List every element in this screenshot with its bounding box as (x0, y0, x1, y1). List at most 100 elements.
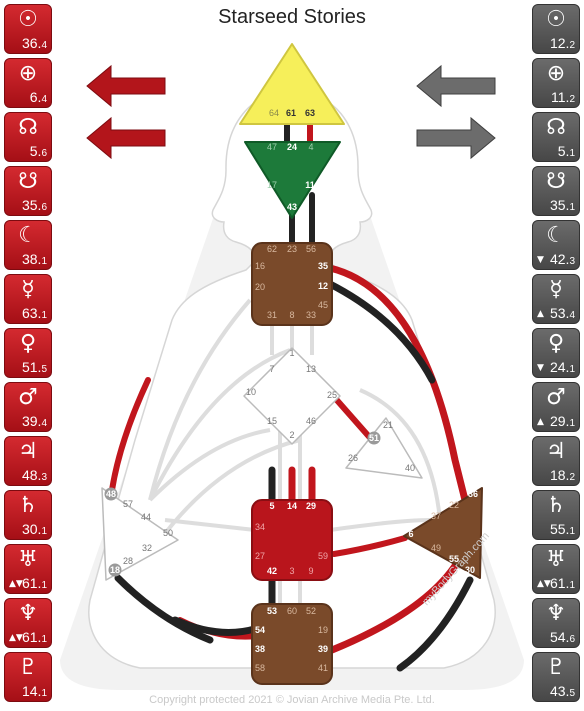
channel-55-39 (328, 554, 464, 654)
gate-marker (367, 431, 381, 445)
venus-icon: ♀ (19, 331, 37, 356)
personality-sun-box[interactable]: ☉12.2 (532, 4, 580, 54)
gate-line-value: 5.1 (557, 143, 575, 159)
gate-line-value: 12.2 (549, 35, 575, 51)
personality-planet-column: ☉12.2⊕11.2☊5.1☋35.1☾42.3▼☿53.4▲♀24.1▼♂29… (532, 4, 580, 706)
north-node-icon: ☊ (18, 115, 38, 140)
personality-saturn-box[interactable]: ♄55.1 (532, 490, 580, 540)
channel-12-22-black (326, 280, 436, 384)
south-node-icon: ☋ (546, 169, 566, 194)
gate-20-label: 20 (255, 282, 265, 292)
gate-61-label: 61 (286, 108, 296, 118)
gate-29-label: 29 (306, 501, 316, 511)
sacral-center[interactable] (251, 499, 333, 581)
personality-venus-box[interactable]: ♀24.1▼ (532, 328, 580, 378)
design-moon-box[interactable]: ☾38.1 (4, 220, 52, 270)
chart-title: Starseed Stories (218, 6, 366, 28)
solar-plexus-center[interactable] (403, 487, 483, 579)
head-center[interactable] (239, 43, 345, 125)
design-mercury-box[interactable]: ☿63.1 (4, 274, 52, 324)
personality-mars-box[interactable]: ♂29.1▲ (532, 382, 580, 432)
gate-32-label: 32 (142, 543, 152, 553)
design-neptune-box[interactable]: ♆61.1▲▼ (4, 598, 52, 648)
gate-line-value: 43.5 (549, 683, 575, 699)
personality-jupiter-box[interactable]: ♃18.2 (532, 436, 580, 486)
design-pluto-box[interactable]: ♇14.1 (4, 652, 52, 702)
g-center[interactable] (243, 347, 341, 445)
gate-55-label: 55 (449, 554, 459, 564)
gate-line-value: 35.6 (21, 197, 47, 213)
personality-neptune-box[interactable]: ♆54.6 (532, 598, 580, 648)
gate-line-value: 18.2 (549, 467, 575, 483)
gate-60-label: 60 (287, 606, 297, 616)
channel-guides (148, 298, 442, 610)
sun-icon: ☉ (18, 7, 38, 32)
gate-6-label: 6 (408, 529, 413, 539)
gate-12-label: 12 (318, 281, 328, 291)
gate-21-label: 21 (383, 420, 393, 430)
gate-line-value: 29.1 (549, 413, 575, 429)
root-center[interactable] (251, 603, 333, 685)
fixing-marker-icon: ▲▼ (537, 579, 551, 589)
personality-uranus-box[interactable]: ♅61.1▲▼ (532, 544, 580, 594)
gate-marker (104, 487, 118, 501)
personality-earth-box[interactable]: ⊕11.2 (532, 58, 580, 108)
gate-line-value: 6.4 (29, 89, 47, 105)
gate-26-label: 26 (348, 453, 358, 463)
channel-51-25 (332, 395, 375, 443)
gate-25-label: 25 (327, 390, 337, 400)
gate-3-label: 3 (289, 566, 294, 576)
gate-41-label: 41 (318, 663, 328, 673)
design-south-node-box[interactable]: ☋35.6 (4, 166, 52, 216)
gate-11-label: 11 (305, 180, 315, 190)
guide-line (164, 518, 256, 532)
gate-19-label: 19 (318, 625, 328, 635)
gate-line-value: 51.5 (21, 359, 47, 375)
gate-27-label: 27 (255, 551, 265, 561)
channel-18-58 (114, 574, 214, 644)
gate-line-value: 61.1 (21, 629, 47, 645)
ajna-center[interactable] (244, 141, 341, 219)
personality-moon-box[interactable]: ☾42.3▼ (532, 220, 580, 270)
guide-line (148, 428, 271, 502)
gate-59-label: 59 (318, 551, 328, 561)
gate-line-value: 39.4 (21, 413, 47, 429)
uranus-icon: ♅ (18, 547, 38, 572)
design-sun-box[interactable]: ☉36.4 (4, 4, 52, 54)
gate-4-label: 4 (308, 142, 313, 152)
personality-south-node-box[interactable]: ☋35.1 (532, 166, 580, 216)
mars-icon: ♂ (18, 385, 38, 410)
gate-42-label: 42 (267, 566, 277, 576)
gate-36-label: 36 (468, 489, 478, 499)
design-saturn-box[interactable]: ♄30.1 (4, 490, 52, 540)
mercury-icon: ☿ (549, 277, 563, 302)
gate-31-label: 31 (267, 310, 277, 320)
gate-30-label: 30 (465, 565, 475, 575)
design-venus-box[interactable]: ♀ 51.5 (4, 328, 52, 378)
gate-line-value: 53.4 (549, 305, 575, 321)
design-north-node-box[interactable]: ☊5.6 (4, 112, 52, 162)
copyright-text: Copyright protected 2021 © Jovian Archiv… (149, 694, 435, 706)
design-jupiter-box[interactable]: ♃48.3 (4, 436, 52, 486)
gate-63-label: 63 (305, 108, 315, 118)
ego-center[interactable] (345, 417, 423, 479)
design-planet-column: ☉36.4⊕6.4☊5.6☋35.6☾38.1☿63.1 ♀ 51.5 ♂ 39.4 ♃4… (4, 4, 52, 706)
gate-line-value: 14.1 (21, 683, 47, 699)
gate-line-value: 38.1 (21, 251, 47, 267)
design-mars-box[interactable]: ♂ 39.4 (4, 382, 52, 432)
spleen-center[interactable] (101, 487, 179, 581)
personality-mercury-box[interactable]: ☿53.4▲ (532, 274, 580, 324)
personality-north-node-box[interactable]: ☊5.1 (532, 112, 580, 162)
active-channels (109, 117, 474, 672)
throat-center[interactable] (251, 242, 333, 326)
design-earth-box[interactable]: ⊕6.4 (4, 58, 52, 108)
gate-line-value: 48.3 (21, 467, 47, 483)
saturn-icon: ♄ (546, 493, 566, 518)
gate-33-label: 33 (306, 310, 316, 320)
design-uranus-box[interactable]: ♅61.1▲▼ (4, 544, 52, 594)
gate-line-value: 54.6 (549, 629, 575, 645)
personality-pluto-box[interactable]: ♇43.5 (532, 652, 580, 702)
